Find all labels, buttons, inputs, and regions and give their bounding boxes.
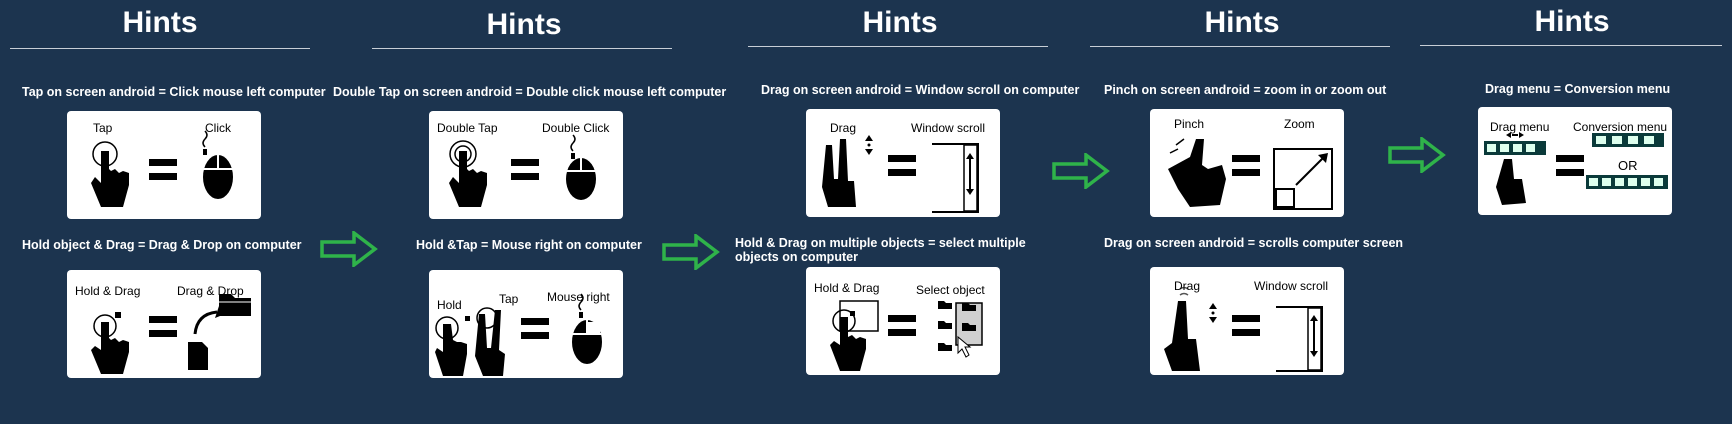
card-label-pinch: Pinch [1174, 117, 1205, 131]
card-label-select-object: Select object [916, 283, 985, 297]
card-label-double-tap: Double Tap [437, 121, 498, 135]
card-label-window-scroll-screen: Window scroll [1254, 279, 1329, 293]
card-multi-select: Hold & Drag Select object [806, 267, 1000, 375]
card-label-zoom: Zoom [1284, 117, 1315, 131]
header-rule-5 [1420, 45, 1722, 46]
card-label-hold: Hold [437, 298, 462, 312]
card-hold-tap: Hold Tap Mouse right [429, 270, 623, 378]
header-rule-1 [10, 48, 310, 49]
hints-header-2: Hints [486, 8, 562, 41]
caption-tap: Tap on screen android = Click mouse left… [22, 85, 326, 99]
caption-double-tap: Double Tap on screen android = Double cl… [333, 85, 727, 99]
hints-header-3: Hints [862, 6, 938, 39]
hints-header-5: Hints [1534, 5, 1610, 38]
header-rule-4 [1090, 46, 1390, 47]
card-label-drag: Drag [830, 121, 857, 135]
card-hold-drag-drop: Hold & Drag Drag & Drop [67, 270, 261, 378]
caption-multi-select: Hold & Drag on multiple objects = select… [735, 236, 1026, 264]
caption-hold-tap: Hold &Tap = Mouse right on computer [416, 238, 642, 252]
caption-hold-drag: Hold object & Drag = Drag & Drop on comp… [22, 238, 302, 252]
card-label-tap: Tap [499, 292, 519, 306]
caption-scroll-screen: Drag on screen android = scrolls compute… [1104, 236, 1404, 250]
card-drag-scroll: Drag Window scroll [806, 109, 1000, 217]
card-label-or: OR [1618, 158, 1638, 173]
arrow-right-icon [662, 234, 720, 270]
card-label-mouse-right: Mouse right [547, 290, 610, 304]
arrow-right-icon [320, 231, 378, 267]
card-label-drag-screen: Drag [1174, 279, 1201, 293]
card-label-drag-menu: Drag menu [1490, 120, 1550, 134]
card-label-tap: Tap [93, 121, 113, 135]
card-label-window-scroll: Window scroll [911, 121, 986, 135]
arrow-right-icon [1052, 153, 1110, 189]
card-scroll-screen: Drag Window scroll [1150, 267, 1344, 375]
caption-pinch: Pinch on screen android = zoom in or zoo… [1104, 83, 1387, 97]
card-label-double-click: Double Click [542, 121, 610, 135]
caption-drag-menu: Drag menu = Conversion menu [1485, 82, 1671, 96]
header-rule-2 [372, 48, 672, 49]
card-label-hold-drag: Hold & Drag [75, 284, 141, 298]
card-drag-menu: Drag menu Conversion menu OR [1478, 107, 1672, 215]
card-label-drag-drop: Drag & Drop [177, 284, 244, 298]
card-tap-click: Tap Click [67, 111, 261, 219]
card-label-hold-drag-multi: Hold & Drag [814, 281, 880, 295]
card-label-conversion-menu: Conversion menu [1573, 120, 1668, 134]
hints-header-1: Hints [122, 6, 198, 39]
card-double-tap: Double Tap Double Click [429, 111, 623, 219]
arrow-right-icon [1388, 137, 1446, 173]
card-label-click: Click [205, 121, 231, 135]
caption-drag: Drag on screen android = Window scroll o… [761, 83, 1080, 97]
header-rule-3 [748, 46, 1048, 47]
card-pinch-zoom: Pinch Zoom [1150, 109, 1344, 217]
hints-header-4: Hints [1204, 6, 1280, 39]
